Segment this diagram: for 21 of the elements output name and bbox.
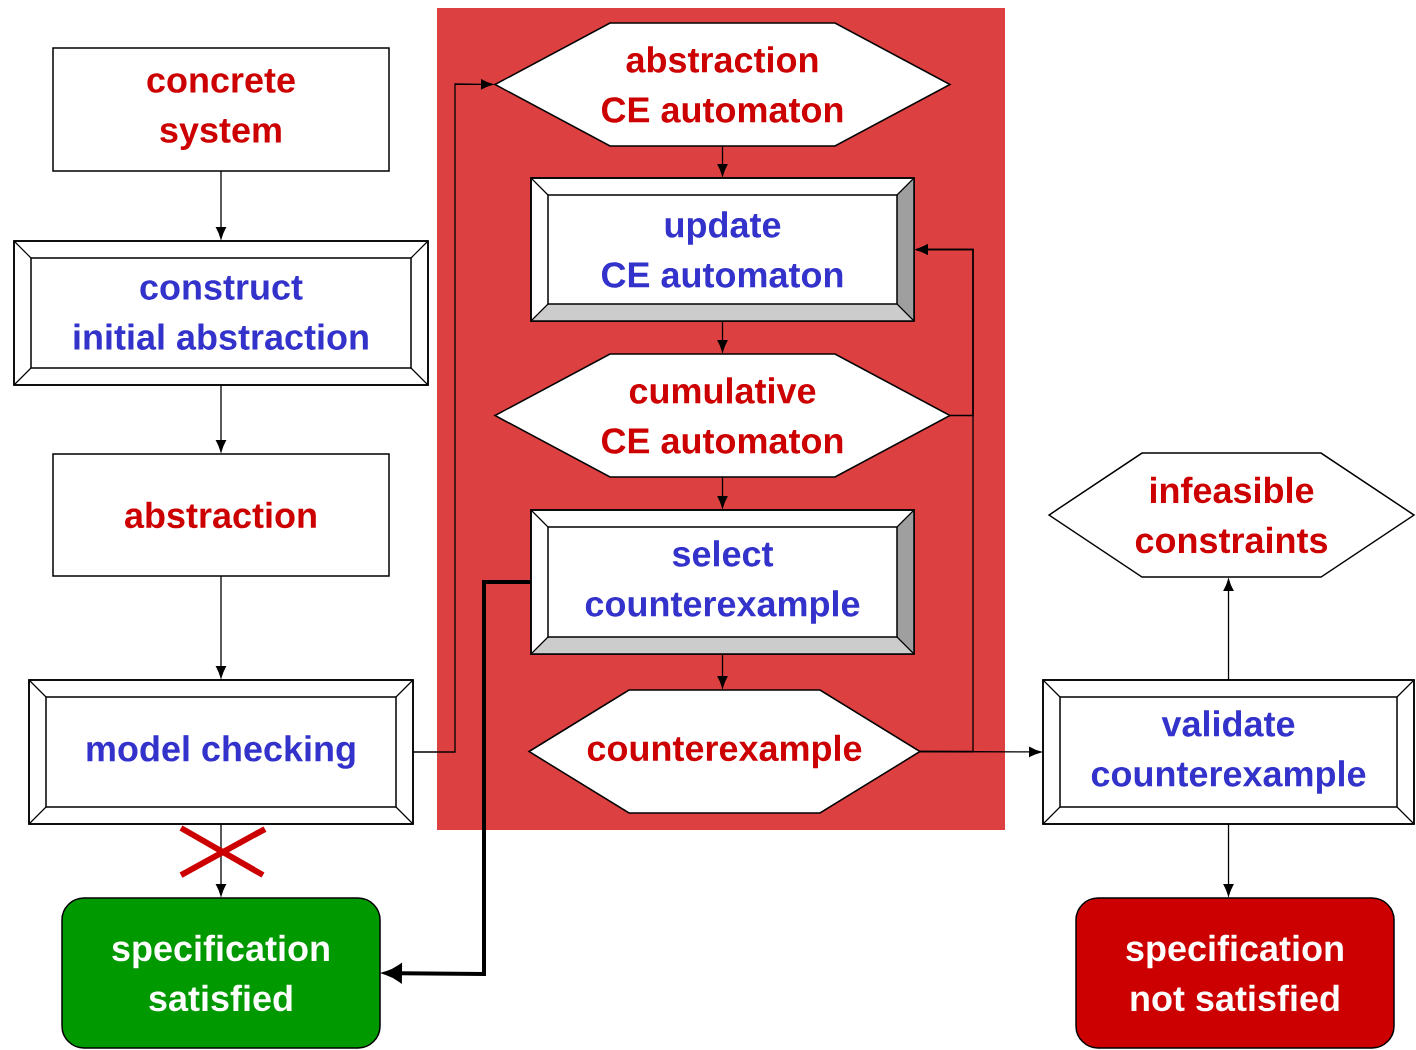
- process-box: select counterexample: [530, 509, 915, 655]
- process-box: abstraction: [52, 453, 390, 577]
- arrow: [1223, 578, 1234, 681]
- terminal-box: specification satisfied: [61, 897, 381, 1049]
- arrow: [717, 653, 728, 689]
- process-box: model checking: [28, 679, 414, 825]
- process-box: update CE automaton: [530, 177, 915, 322]
- process-box: validate counterexample: [1042, 679, 1415, 825]
- arrow: [915, 244, 974, 417]
- terminal-box: specification not satisfied: [1075, 897, 1395, 1049]
- arrow: [412, 79, 494, 753]
- arrow: [717, 320, 728, 353]
- arrow: [717, 476, 728, 509]
- process-box: construct initial abstraction: [13, 240, 429, 386]
- arrow: [216, 170, 226, 240]
- arrow: [1223, 823, 1234, 897]
- process-box: concrete system: [52, 47, 390, 172]
- arrow: [717, 145, 728, 177]
- arrow: [216, 823, 226, 897]
- arrow: [216, 384, 226, 453]
- arrow: [216, 575, 226, 679]
